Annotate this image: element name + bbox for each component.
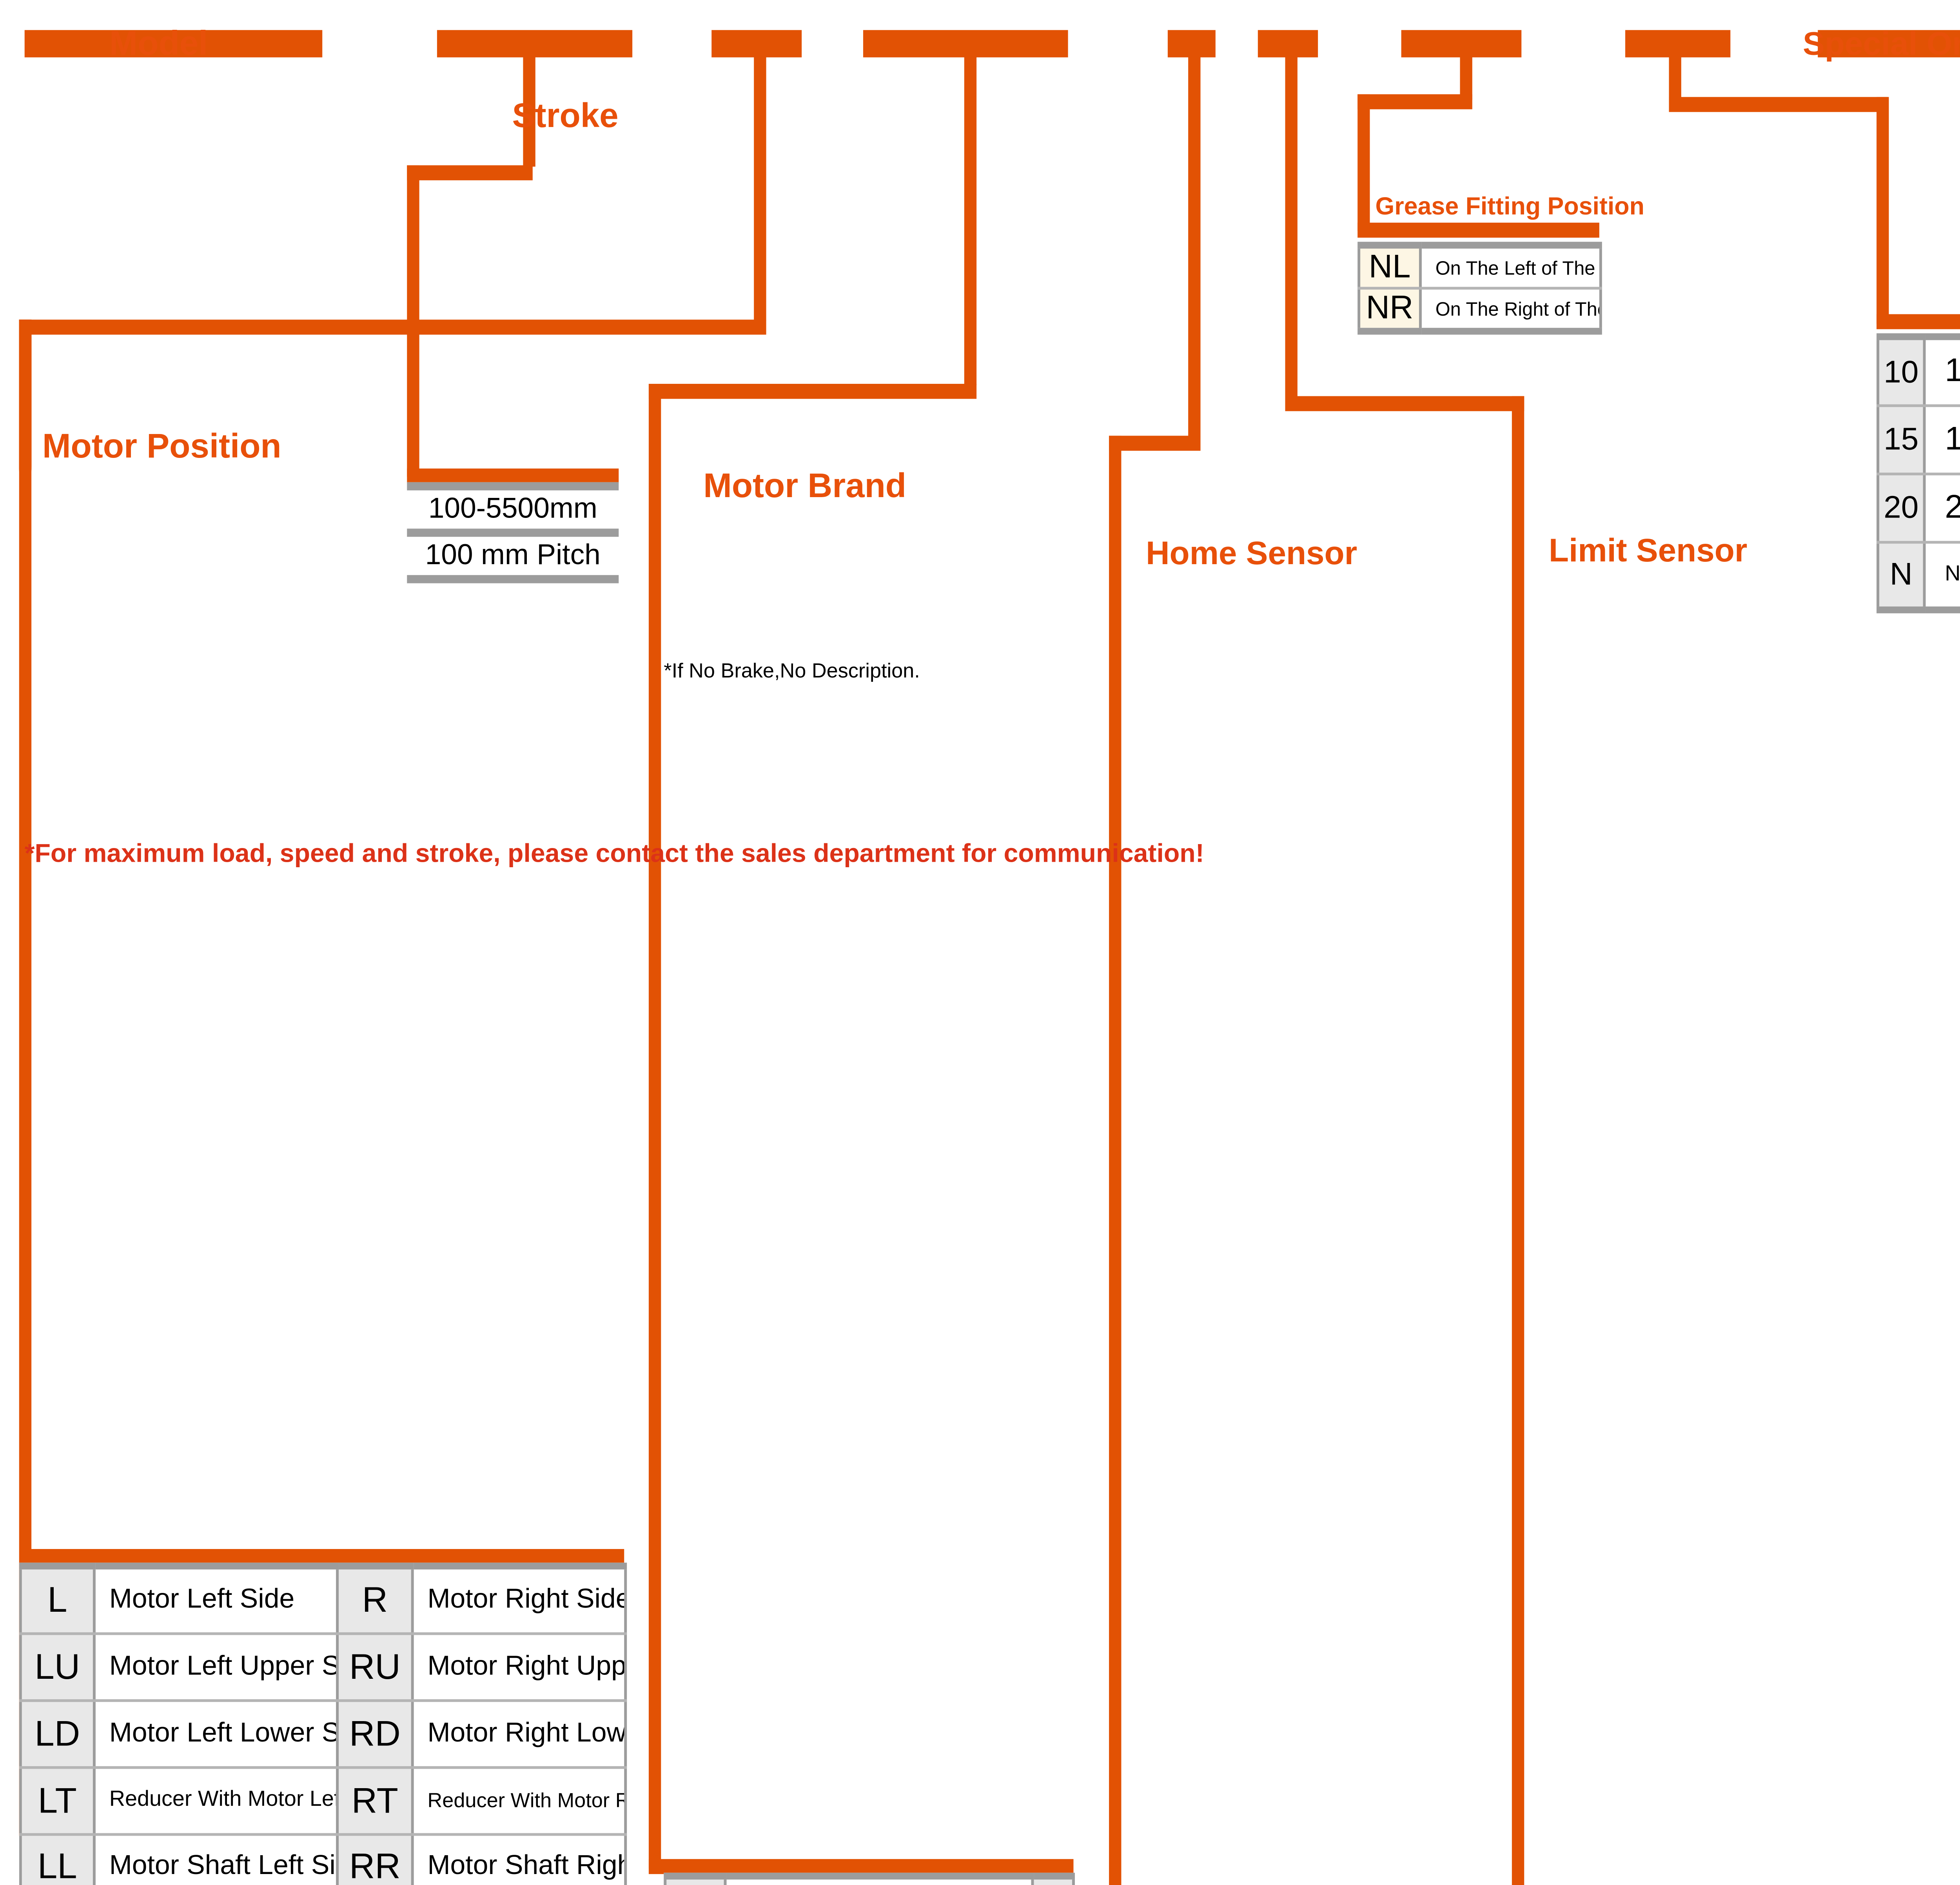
motor-position-code: RR <box>336 1832 414 1885</box>
label-model: Model <box>109 24 208 63</box>
stroke-value: 100-5500mm <box>407 482 619 533</box>
leader-homesensor-h1 <box>1109 436 1201 451</box>
label-motor-position: Motor Position <box>42 427 281 466</box>
leader-grease-v1 <box>1460 41 1472 100</box>
motor-position-code: LU <box>19 1631 96 1702</box>
motor-brand-footnote: *If No Brake,No Description. <box>664 659 920 683</box>
leader-stroke-underline <box>407 469 619 484</box>
motor-position-desc: Motor Left Upper Side <box>93 1631 339 1702</box>
leader-limitsensor-v2 <box>1512 396 1524 1885</box>
leader-stroke-h1 <box>407 165 533 180</box>
label-limit-sensor: Limit Sensor <box>1548 532 1748 570</box>
grease-code: NL <box>1357 242 1422 290</box>
label-home-sensor: Home Sensor <box>1146 535 1357 572</box>
label-stroke: Stroke <box>512 97 619 135</box>
stroke-value: 100 mm Pitch <box>407 528 619 583</box>
motor-position-code: RD <box>336 1698 414 1769</box>
gearbox-code: N <box>1877 540 1926 614</box>
leader-motorbrand-h1 <box>648 384 977 399</box>
leader-grease-h1 <box>1357 94 1472 109</box>
gearbox-code: 15 <box>1877 403 1926 475</box>
gearbox-desc: 20:1 <box>1923 472 1960 543</box>
motor-position-code: LT <box>19 1765 96 1835</box>
table-row: 100-5500mm <box>407 482 619 533</box>
motor-position-desc: Motor Left Lower Side <box>93 1698 339 1769</box>
motor-brand-table: M7Servo motor: PCD90-M6-shift Φ19mmBP7Se… <box>664 1872 1075 1885</box>
leader-gearbox-underline <box>1877 314 1960 329</box>
leader-limitsensor-h1 <box>1285 396 1524 411</box>
grease-desc: On The Left of The Slider <box>1419 242 1602 290</box>
label-special-order: Special Order No. <box>1802 26 1960 63</box>
leader-stroke-v1 <box>523 41 535 167</box>
leader-gearbox-h1 <box>1669 97 1887 112</box>
table-row: 1515:1 <box>1877 403 1960 475</box>
leader-motorbrand-v1 <box>964 41 977 385</box>
table-row: 100 mm Pitch <box>407 528 619 583</box>
leader-homesensor-v1 <box>1188 41 1201 437</box>
label-motor-brand: Motor Brand <box>703 467 907 506</box>
motor-position-desc: Reducer With Motor Right Side <box>411 1765 627 1835</box>
gearbox-desc: 10:1 <box>1923 333 1960 407</box>
leader-gearbox-v1 <box>1669 41 1681 103</box>
motor-position-desc: Motor Right Upper Side <box>411 1631 627 1702</box>
motor-position-code: RT <box>336 1765 414 1835</box>
gearbox-code: 10 <box>1877 333 1926 407</box>
leader-motorpos-h1 <box>19 320 766 335</box>
grease-desc: On The Right of The Slider <box>1419 287 1602 335</box>
motor-brand-code: M7 <box>664 1872 727 1885</box>
motor-brand-brake: B <box>1031 1872 1075 1885</box>
code-segment-special-order <box>1818 30 1960 58</box>
table-row: 2020:1 <box>1877 472 1960 543</box>
motor-position-desc: Motor Shaft Right Side <box>411 1832 627 1885</box>
motor-position-code: LL <box>19 1832 96 1885</box>
leader-motorpos-v1 <box>754 41 766 321</box>
leader-limitsensor-v1 <box>1285 41 1298 398</box>
leader-motorbrand-underline <box>648 1859 1074 1874</box>
label-grease: Grease Fitting Position <box>1375 192 1644 220</box>
motor-position-code: RU <box>336 1631 414 1702</box>
gearbox-desc: 15:1 <box>1923 403 1960 475</box>
gearbox-code: 20 <box>1877 472 1926 543</box>
motor-position-code: LD <box>19 1698 96 1769</box>
leader-motorpos-underline <box>19 1549 624 1564</box>
motor-position-desc: Motor Right Side <box>411 1562 627 1634</box>
gearbox-desc: None Gearbox Type <box>1923 540 1960 614</box>
motor-position-desc: Reducer With Motor Left Side <box>93 1765 339 1835</box>
motor-brand-desc: Servo motor: PCD90-M6-shift Φ19mm <box>724 1872 1034 1885</box>
code-segment-model <box>24 30 323 58</box>
page-footnote: *For maximum load, speed and stroke, ple… <box>24 840 1204 869</box>
motor-position-desc: Motor Left Side <box>93 1562 339 1634</box>
motor-position-code: L <box>19 1562 96 1634</box>
motor-position-desc: Motor Shaft Left Side <box>93 1832 339 1885</box>
motor-position-desc: Motor Right Lower Side <box>411 1698 627 1769</box>
table-row: 1010:1 <box>1877 333 1960 407</box>
leader-homesensor-v2 <box>1109 436 1122 1885</box>
leader-grease-underline <box>1357 222 1599 238</box>
grease-code: NR <box>1357 287 1422 335</box>
table-row: NNone Gearbox Type <box>1877 540 1960 614</box>
table-row: M7Servo motor: PCD90-M6-shift Φ19mmB <box>664 1872 1075 1885</box>
leader-grease-v2 <box>1357 94 1370 231</box>
gearbox-ratio-table: 1010:11515:12020:1NNone Gearbox Type <box>1877 333 1960 614</box>
leader-motorbrand-v2 <box>648 384 661 1869</box>
motor-position-code: R <box>336 1562 414 1634</box>
leader-gearbox-v2 <box>1877 97 1889 324</box>
